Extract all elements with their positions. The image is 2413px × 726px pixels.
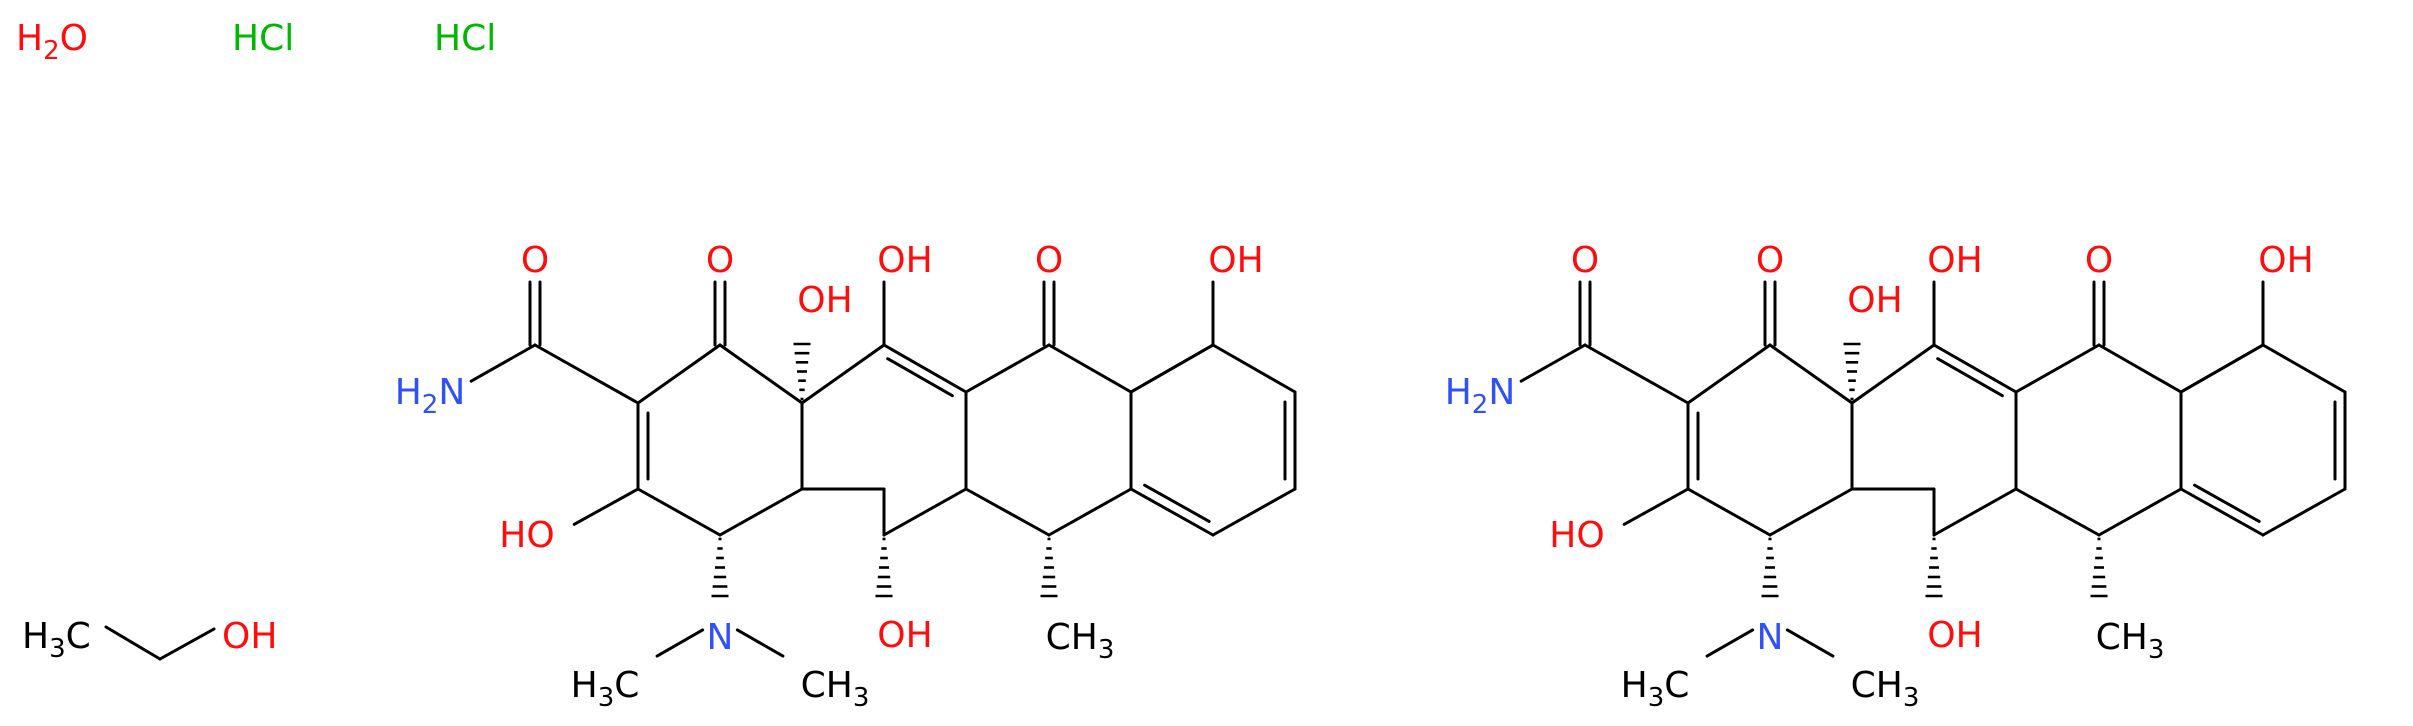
mol2-label-c3-oh: HO	[1549, 515, 1604, 556]
mol1-bond-14	[1047, 487, 1133, 537]
mol1-label-c6-methyl: CH3	[1046, 617, 1115, 665]
mol1-bond-22-inner	[1143, 483, 1211, 523]
mol2-label-amide-o: O	[1571, 240, 1599, 281]
mol2-bond-5	[1768, 343, 1854, 405]
molecule-1-bonds	[469, 280, 1297, 658]
mol2-bond-16	[2097, 343, 2183, 394]
mol1-label-c5-oh: OH	[877, 615, 932, 656]
mol2-bond-17	[2014, 343, 2101, 394]
mol1-bond-16	[1047, 343, 1133, 394]
ethanol-bond-1	[104, 625, 162, 661]
mol1-bond-32	[735, 628, 785, 658]
mol1-bond-23	[1129, 343, 1215, 394]
mol2-bond-23	[2179, 343, 2265, 394]
mol1-label-c11-oh: OH	[877, 240, 932, 281]
mol1-bond-21	[1211, 487, 1297, 537]
mol1-bond-17	[964, 343, 1051, 394]
mol1-bond-27	[572, 487, 640, 526]
mol1-bond-8	[882, 343, 968, 394]
mol2-label-amide-n: H2N	[1445, 372, 1516, 420]
molecule-2-bonds	[1519, 280, 2347, 658]
mol1-bond-31	[655, 628, 705, 658]
mol2-bond-3	[1768, 487, 1854, 537]
ethanol-fragment: H3C OH	[22, 616, 277, 664]
mol2-bond-22	[2179, 487, 2265, 537]
mol2-bond-10	[1932, 487, 2018, 537]
mol2-bond-7	[1850, 343, 1936, 405]
mol1-label-c3-oh: HO	[499, 515, 554, 556]
mol2-label-c6-methyl: CH3	[2096, 617, 2165, 665]
mol1-bond-13	[964, 487, 1051, 537]
mol2-bond-32	[1785, 628, 1835, 658]
mol1-label-amide-o: O	[521, 240, 549, 281]
mol1-label-nme-left: H3C	[571, 665, 640, 713]
mol2-label-c11-oh: OH	[1927, 240, 1982, 281]
mol2-label-ketone-1: O	[1756, 240, 1784, 281]
mol2-label-ring-oh: OH	[1847, 280, 1902, 321]
mol2-label-n-dimethyl: N	[1757, 617, 1784, 658]
mol2-label-ketone-2: O	[2085, 240, 2113, 281]
mol2-bond-2	[1686, 487, 1772, 537]
ethanol-oh-label: OH	[222, 616, 277, 657]
mol1-bond-22	[1129, 487, 1215, 537]
mol1-bond-8-inner	[886, 357, 954, 398]
mol2-bond-22-inner	[2193, 483, 2261, 523]
ethanol-bond-2	[158, 627, 216, 661]
mol2-bond-8	[1932, 343, 2018, 394]
mol2-bond-8-inner	[1936, 357, 2004, 398]
mol2-label-c5-oh: OH	[1927, 615, 1982, 656]
mol2-bond-13	[2014, 487, 2101, 537]
mol2-label-nme-left: H3C	[1621, 665, 1690, 713]
mol1-bond-7	[800, 343, 886, 405]
water-label: H2O	[16, 18, 88, 66]
hcl-label-1: HCl	[232, 18, 294, 59]
mol1-bond-19	[1211, 343, 1297, 394]
water-fragment: H2O	[16, 18, 88, 66]
mol1-bond-3	[718, 487, 804, 537]
mol1-bond-5	[718, 343, 804, 405]
mol1-label-nme-right: CH3	[801, 665, 870, 713]
mol1-bond-10	[882, 487, 968, 537]
ethanol-ch3-label: H3C	[22, 616, 91, 664]
mol2-bond-27	[1622, 487, 1690, 526]
mol1-label-phenol-oh: OH	[1208, 240, 1263, 281]
hcl-label-2: HCl	[434, 18, 496, 59]
mol2-label-nme-right: CH3	[1851, 665, 1920, 713]
mol2-bond-31	[1705, 628, 1755, 658]
mol1-bond-6	[636, 343, 722, 405]
mol1-label-amide-n: H2N	[395, 372, 466, 420]
mol2-bond-14	[2097, 487, 2183, 537]
mol1-label-n-dimethyl: N	[707, 617, 734, 658]
mol1-bond-25	[469, 343, 537, 383]
mol1-label-ketone-2: O	[1035, 240, 1063, 281]
mol2-bond-19	[2261, 343, 2347, 394]
mol1-label-ketone-1: O	[706, 240, 734, 281]
mol1-bond-2	[636, 487, 722, 537]
mol1-bond-0	[533, 343, 640, 405]
mol2-bond-21	[2261, 487, 2347, 537]
mol2-bond-0	[1583, 343, 1690, 405]
mol1-label-ring-oh: OH	[797, 280, 852, 321]
mol2-label-phenol-oh: OH	[2258, 240, 2313, 281]
mol2-bond-25	[1519, 343, 1587, 383]
mol2-bond-6	[1686, 343, 1772, 405]
